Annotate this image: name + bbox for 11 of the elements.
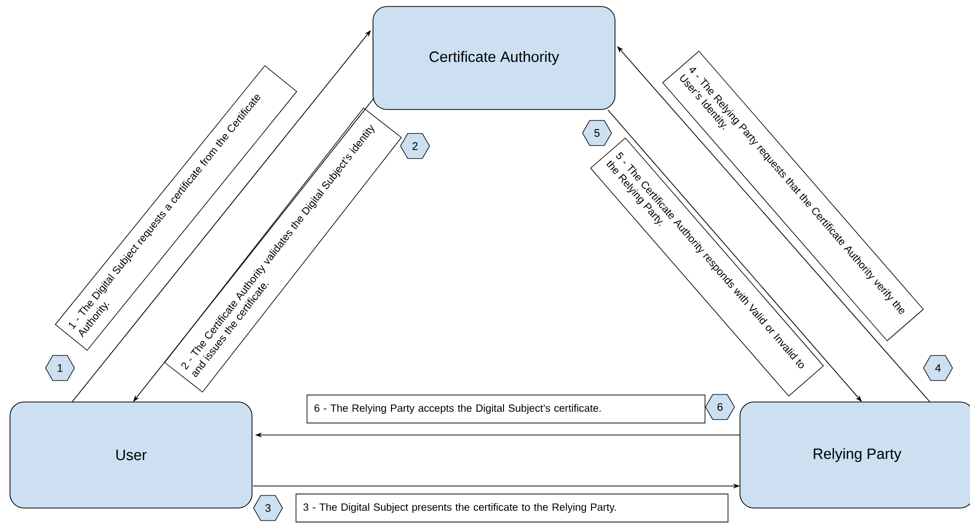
entity-box: User: [10, 402, 252, 508]
entity-box: Relying Party: [740, 402, 970, 508]
step-note-box: 6 - The Relying Party accepts the Digital Subject’s certificate.: [306, 394, 706, 424]
step-number-hexagon: 2: [400, 133, 430, 159]
step-number-hexagon: 3: [253, 495, 283, 521]
step-number-hexagon: 4: [923, 355, 953, 381]
step-number-hexagon: 6: [705, 394, 735, 420]
step-number-hexagon: 5: [582, 120, 612, 146]
entity-box: Certificate Authority: [372, 6, 616, 110]
step-number-hexagon: 1: [45, 355, 75, 381]
step-note-box: 3 - The Digital Subject presents the certificate to the Relying Party.: [296, 494, 728, 522]
